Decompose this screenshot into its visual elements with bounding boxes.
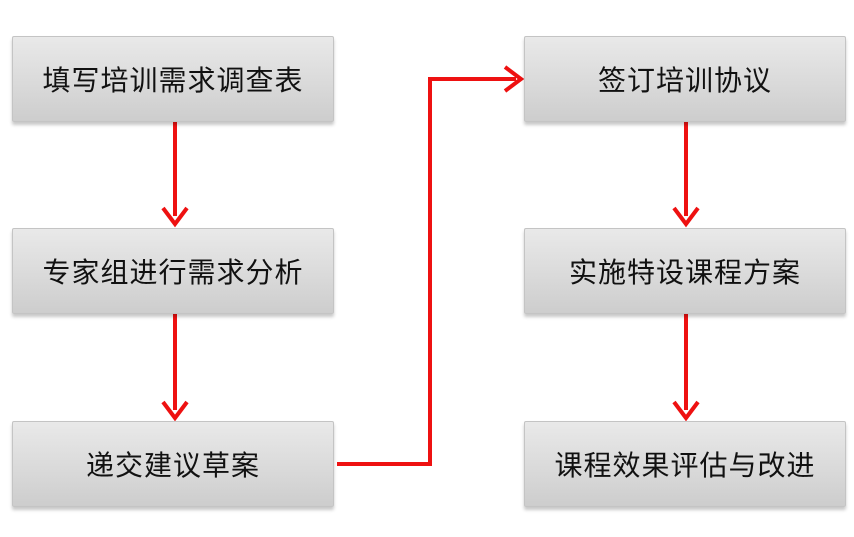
arrow-step4-to-step5	[672, 122, 700, 228]
step-label: 专家组进行需求分析	[42, 256, 304, 289]
step-box-sign-agreement: 签订培训协议	[524, 36, 846, 122]
step-label: 实施特设课程方案	[568, 256, 801, 289]
arrow-step2-to-step3	[161, 314, 189, 422]
step-box-implement-course: 实施特设课程方案	[524, 228, 846, 314]
step-box-fill-survey: 填写培训需求调查表	[12, 36, 334, 122]
step-box-evaluate-improve: 课程效果评估与改进	[524, 421, 846, 507]
arrow-step1-to-step2	[161, 122, 189, 228]
step-label: 递交建议草案	[85, 449, 260, 482]
step-label: 课程效果评估与改进	[554, 449, 816, 482]
arrow-step3-to-step4	[337, 65, 525, 466]
step-label: 签订培训协议	[597, 64, 772, 97]
arrow-step5-to-step6	[672, 314, 700, 422]
step-box-expert-analysis: 专家组进行需求分析	[12, 228, 334, 314]
step-label: 填写培训需求调查表	[42, 64, 304, 97]
step-box-submit-draft: 递交建议草案	[12, 421, 334, 507]
